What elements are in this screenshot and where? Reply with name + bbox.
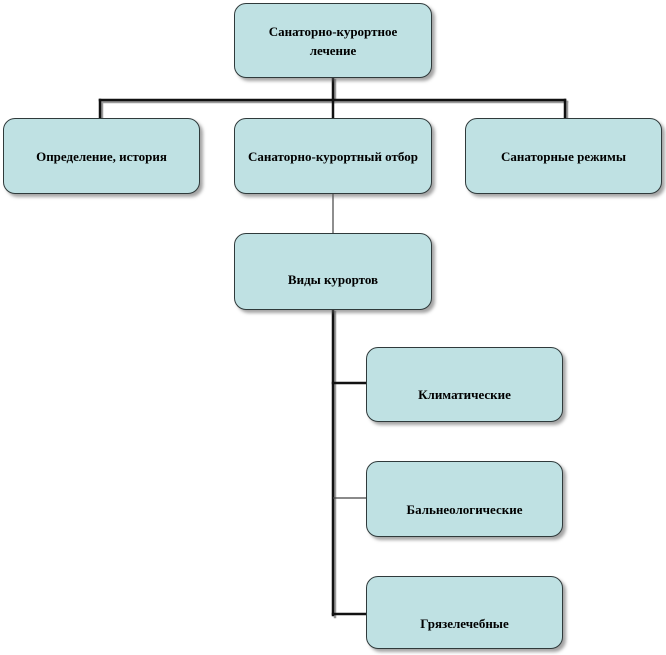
node-mud-therapy: Грязелечебные xyxy=(366,576,563,649)
node-definition-history: Определение, история xyxy=(3,118,200,194)
node-root-label: Санаторно-курортное лечение xyxy=(268,23,398,58)
node-resort-selection-label: Санаторно-курортный отбор xyxy=(248,148,418,164)
node-sanatorium-regimes-label: Санаторные режимы xyxy=(500,148,627,164)
node-sanatorium-regimes: Санаторные режимы xyxy=(465,118,662,194)
node-climatic: Климатические xyxy=(366,347,563,422)
node-mud-therapy-label: Грязелечебные xyxy=(420,616,509,631)
node-balneological: Бальнеологические xyxy=(366,461,563,537)
node-resort-types-label: Виды курортов xyxy=(287,272,379,287)
node-root: Санаторно-курортное лечение xyxy=(234,3,432,78)
node-definition-history-label: Определение, история xyxy=(36,148,167,164)
node-resort-selection: Санаторно-курортный отбор xyxy=(234,118,432,194)
node-climatic-label: Климатические xyxy=(418,387,511,402)
node-balneological-label: Бальнеологические xyxy=(406,501,523,517)
node-resort-types: Виды курортов xyxy=(234,233,432,310)
